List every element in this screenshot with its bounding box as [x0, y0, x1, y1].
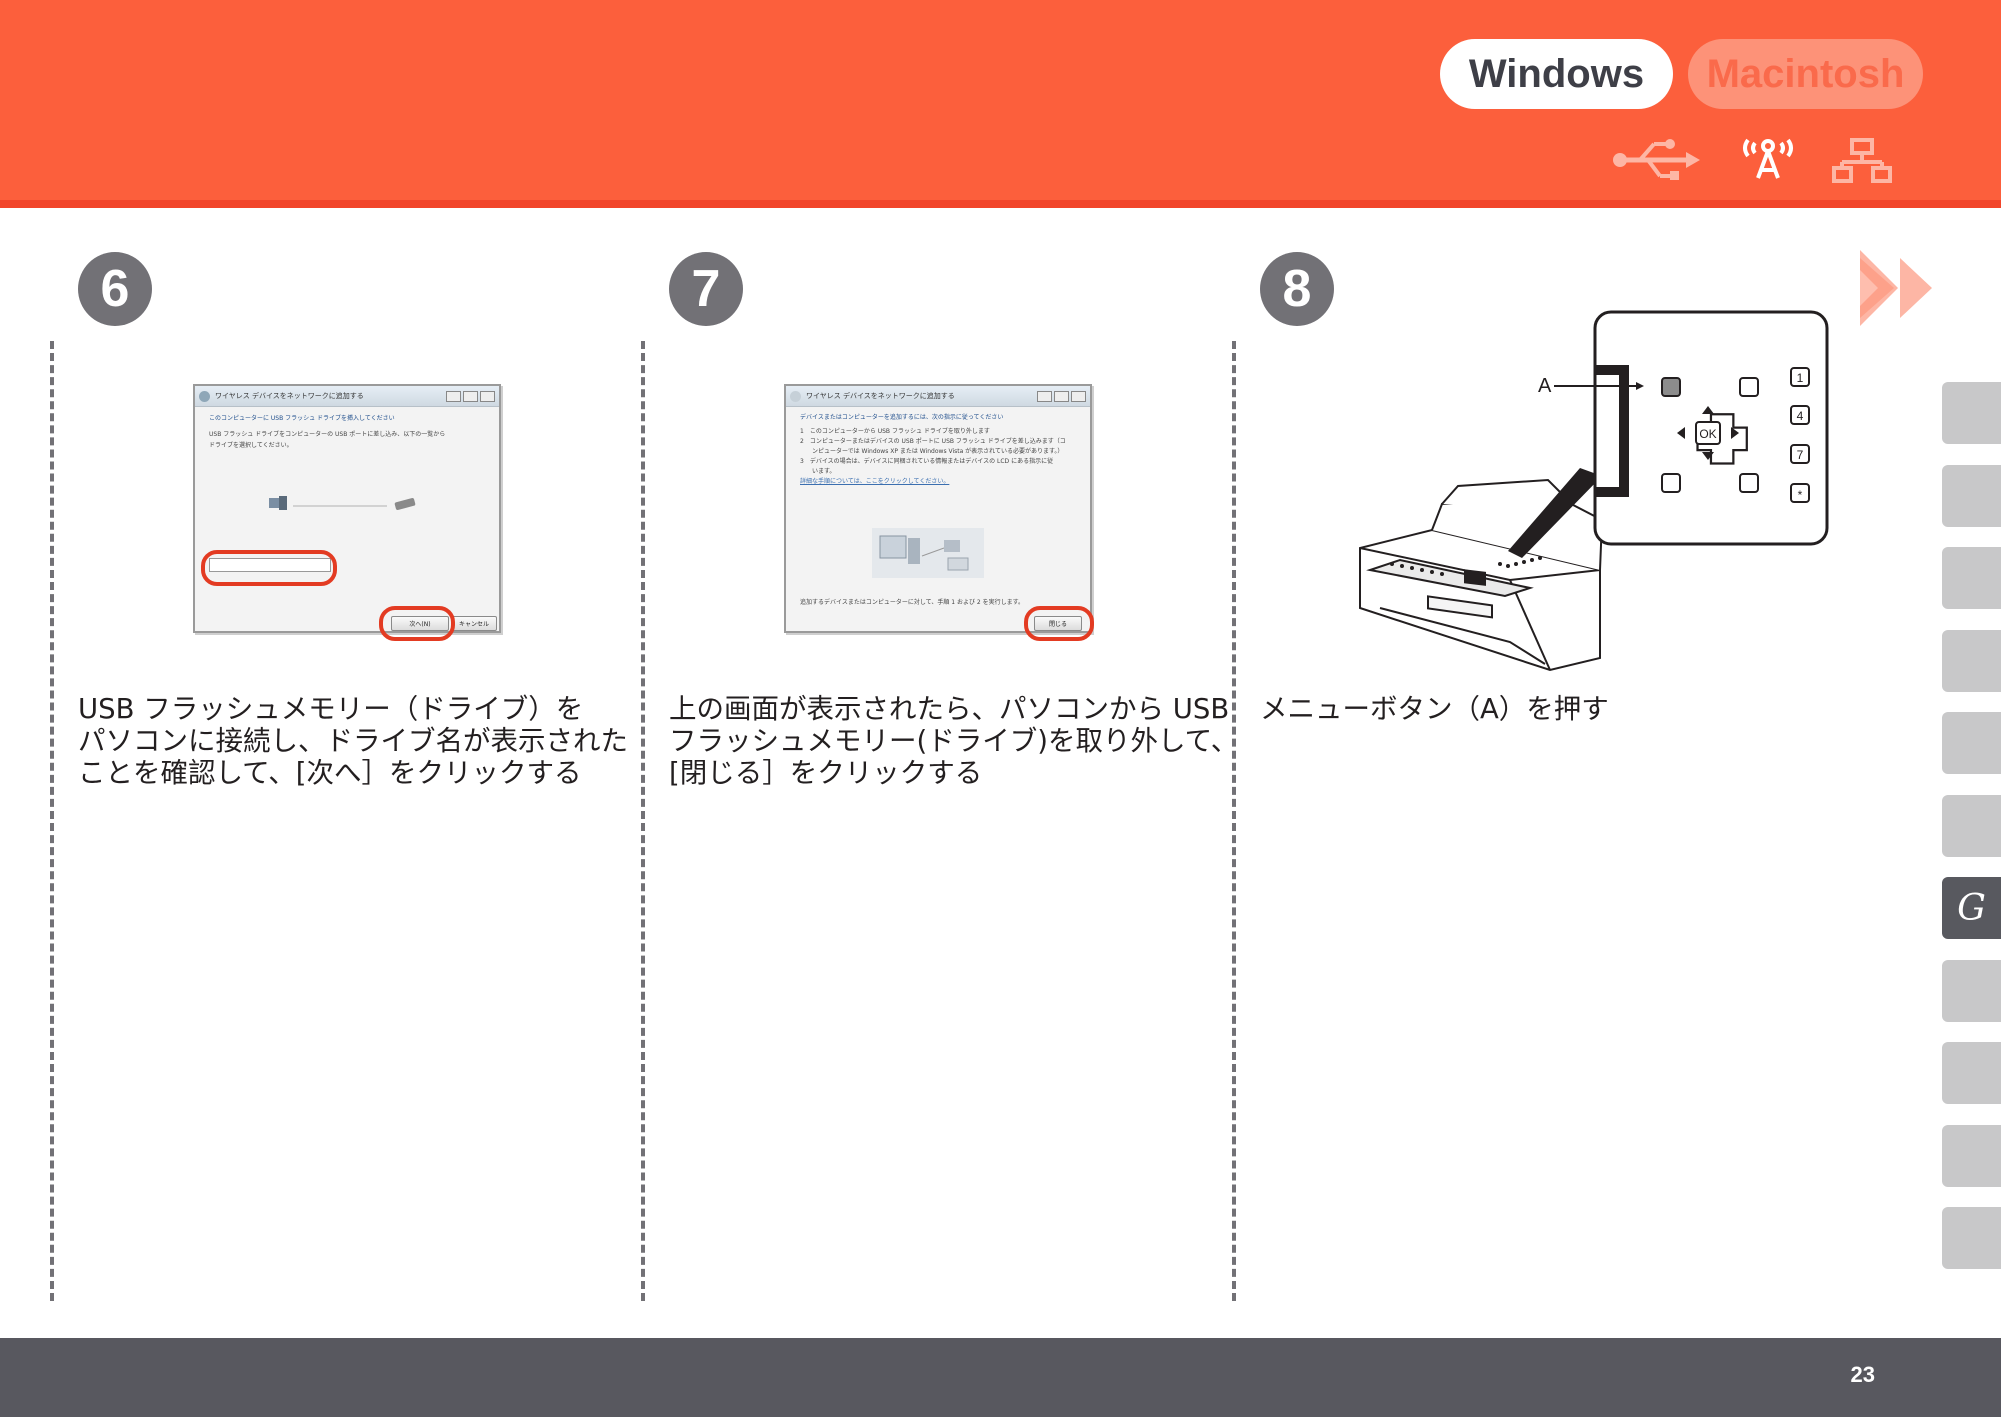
printer-control-panel-illustration: A OK 1 4 7 * [1359, 310, 1829, 672]
device-illustration [872, 528, 984, 578]
sidebar-tab[interactable] [1942, 382, 2001, 444]
header-bar: Windows Macintosh [0, 0, 2001, 200]
step-8-instruction: メニューボタン（A）を押す [1260, 693, 1609, 725]
dialog-description-line: USB フラッシュ ドライブをコンピューターの USB ポートに差し込み、以下の… [209, 431, 446, 438]
header-underline [0, 200, 2001, 208]
column-divider [641, 341, 645, 1301]
window-controls[interactable] [1037, 390, 1086, 402]
menu-button[interactable] [1661, 377, 1681, 397]
sidebar-tab[interactable] [1942, 712, 2001, 774]
sidebar-tab[interactable] [1942, 1125, 2001, 1187]
key-7-label: 7 [1797, 448, 1804, 462]
printer-illustration [1359, 478, 1604, 672]
key-1-label: 1 [1797, 371, 1804, 385]
sidebar-tab[interactable] [1942, 795, 2001, 857]
wireless-icon [1743, 138, 1793, 179]
panel-button[interactable] [1739, 473, 1759, 493]
step-number-6: 6 [78, 252, 152, 326]
key-4-label: 4 [1797, 409, 1804, 423]
sidebar-tab[interactable] [1942, 630, 2001, 692]
dialog-step-item: 3 デバイスの場合は、デバイスに同梱されている情報またはデバイスの LCD にあ… [800, 458, 1054, 465]
wired-network-icon [1832, 138, 1892, 183]
back-arrow-icon [790, 390, 801, 402]
dialog-instruction: このコンピューターに USB フラッシュ ドライブを挿入してください [209, 415, 395, 422]
computer-to-usb-illustration [269, 496, 416, 511]
help-link[interactable]: 詳細な手順については、ここをクリックしてください。 [800, 478, 950, 485]
dialog-step-item: います。 [800, 468, 836, 475]
sidebar-tab-g[interactable]: G [1942, 877, 2001, 939]
sidebar-tab[interactable] [1942, 1207, 2001, 1269]
dialog-footer-note: 追加するデバイスまたはコンピューターに対して、手順 1 および 2 を実行します… [800, 599, 1025, 606]
dialog-instruction: デバイスまたはコンピューターを追加するには、次の指示に従ってください [800, 414, 1004, 421]
right-arrow-icon[interactable] [1731, 427, 1739, 439]
step-6-instruction: USB フラッシュメモリー（ドライブ）を パソコンに接続し、ドライブ名が表示され… [78, 693, 628, 789]
column-divider [50, 341, 54, 1301]
panel-button[interactable] [1661, 473, 1681, 493]
drive-select-highlight [201, 550, 337, 586]
remove-usb-dialog-screenshot: ワイヤレス デバイスをネットワークに追加する デバイスまたはコンピューターを追加… [784, 384, 1094, 641]
dialog-body: デバイスまたはコンピューターを追加するには、次の指示に従ってください 1 このコ… [786, 407, 1090, 493]
key-star-label: * [1798, 488, 1803, 502]
usb-drive-dialog-screenshot: ワイヤレス デバイスをネットワークに追加する このコンピューターに USB フラ… [193, 384, 501, 641]
sidebar-tab[interactable] [1942, 1042, 2001, 1104]
ok-label: OK [1699, 427, 1716, 441]
sidebar-tab[interactable] [1942, 465, 2001, 527]
dialog-body: このコンピューターに USB フラッシュ ドライブを挿入してください USB フ… [195, 407, 499, 457]
left-arrow-icon[interactable] [1677, 427, 1685, 439]
dialog-titlebar: ワイヤレス デバイスをネットワークに追加する [195, 386, 499, 407]
step-7-instruction: 上の画面が表示されたら、パソコンから USB フラッシュメモリー(ドライブ)を取… [669, 693, 1239, 789]
footer-bar: 23 [0, 1338, 2001, 1417]
ok-button[interactable] [1695, 421, 1721, 445]
step-number-8: 8 [1260, 252, 1334, 326]
key-4[interactable] [1790, 405, 1810, 425]
sidebar-tab[interactable] [1942, 960, 2001, 1022]
back-arrow-icon[interactable] [199, 390, 210, 402]
close-button[interactable]: 閉じる [1034, 616, 1082, 631]
panel-button[interactable] [1739, 377, 1759, 397]
next-button-highlight [379, 606, 455, 641]
window-controls[interactable] [446, 390, 495, 402]
next-page-arrows-icon[interactable] [1860, 250, 1956, 326]
callout-pointer [1508, 468, 1602, 558]
step-number-7: 7 [669, 252, 743, 326]
usb-icon [1613, 139, 1700, 180]
dialog-description-line: ドライブを選択してください。 [209, 442, 293, 449]
column-divider [1232, 341, 1236, 1301]
dialog-step-item: 1 このコンピューターから USB フラッシュ ドライブを取り外します [800, 428, 990, 435]
key-star[interactable] [1790, 483, 1810, 503]
dialog-step-item: ンピューターでは Windows XP または Windows Vista が表… [800, 448, 1064, 455]
dialog-titlebar: ワイヤレス デバイスをネットワークに追加する [786, 386, 1090, 407]
close-button-highlight [1024, 606, 1094, 641]
label-a: A [1538, 375, 1552, 397]
next-button[interactable]: 次へ(N) [391, 616, 449, 631]
sidebar-tab[interactable] [1942, 547, 2001, 609]
up-arrow-icon[interactable] [1702, 406, 1714, 414]
dialog-step-item: 2 コンピューターまたはデバイスの USB ポートに USB フラッシュ ドライ… [800, 438, 1066, 445]
key-1[interactable] [1790, 367, 1810, 387]
tab-windows[interactable]: Windows [1440, 39, 1673, 109]
down-arrow-icon[interactable] [1702, 452, 1714, 460]
tab-macintosh[interactable]: Macintosh [1688, 39, 1923, 109]
cancel-button[interactable]: キャンセル [451, 616, 497, 631]
dialog-title: ワイヤレス デバイスをネットワークに追加する [806, 392, 955, 400]
page-number: 23 [1850, 1362, 1875, 1387]
key-7[interactable] [1790, 444, 1810, 464]
dialog-title: ワイヤレス デバイスをネットワークに追加する [215, 392, 364, 400]
